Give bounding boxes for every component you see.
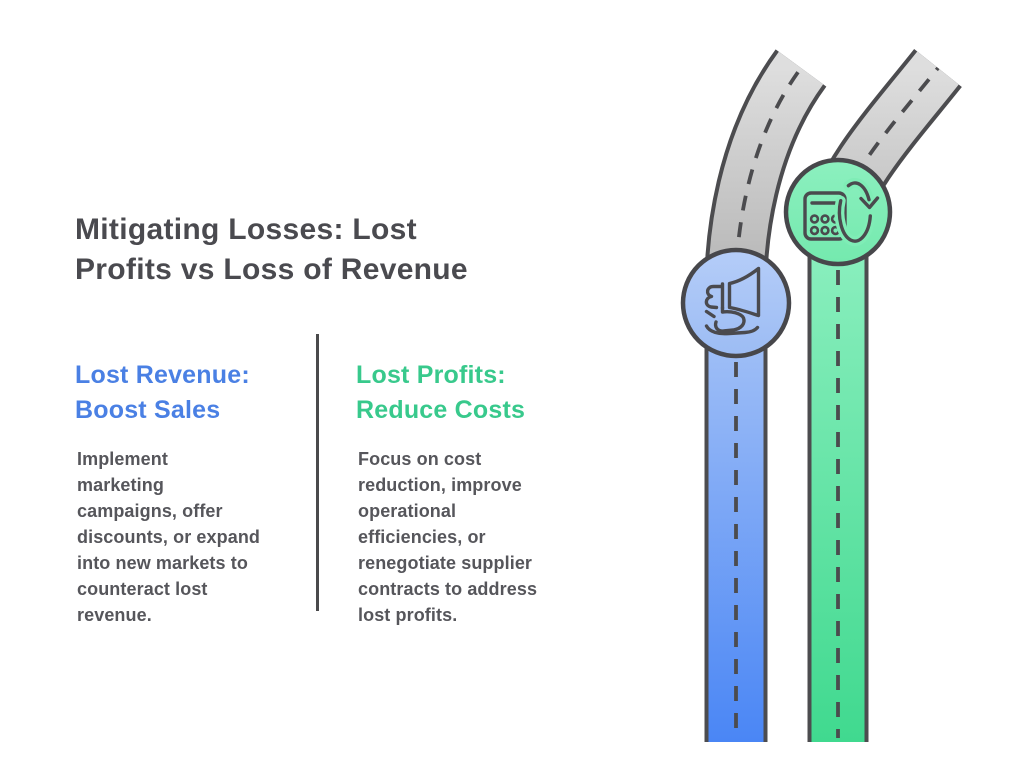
column-divider (316, 334, 319, 611)
megaphone-icon (704, 266, 761, 336)
page-title: Mitigating Losses: Lost Profits vs Loss … (75, 213, 468, 287)
calculator-badge (783, 157, 893, 267)
lost-revenue-body: Implement marketing campaigns, offer dis… (77, 449, 261, 625)
lost-profits-body: Focus on cost reduction, improve operati… (358, 449, 538, 625)
calculator-refresh-icon (803, 178, 880, 247)
megaphone-badge (680, 247, 792, 359)
lost-revenue-heading: Lost Revenue: Boost Sales (75, 360, 250, 424)
lost-profits-heading: Lost Profits: Reduce Costs (356, 360, 526, 424)
